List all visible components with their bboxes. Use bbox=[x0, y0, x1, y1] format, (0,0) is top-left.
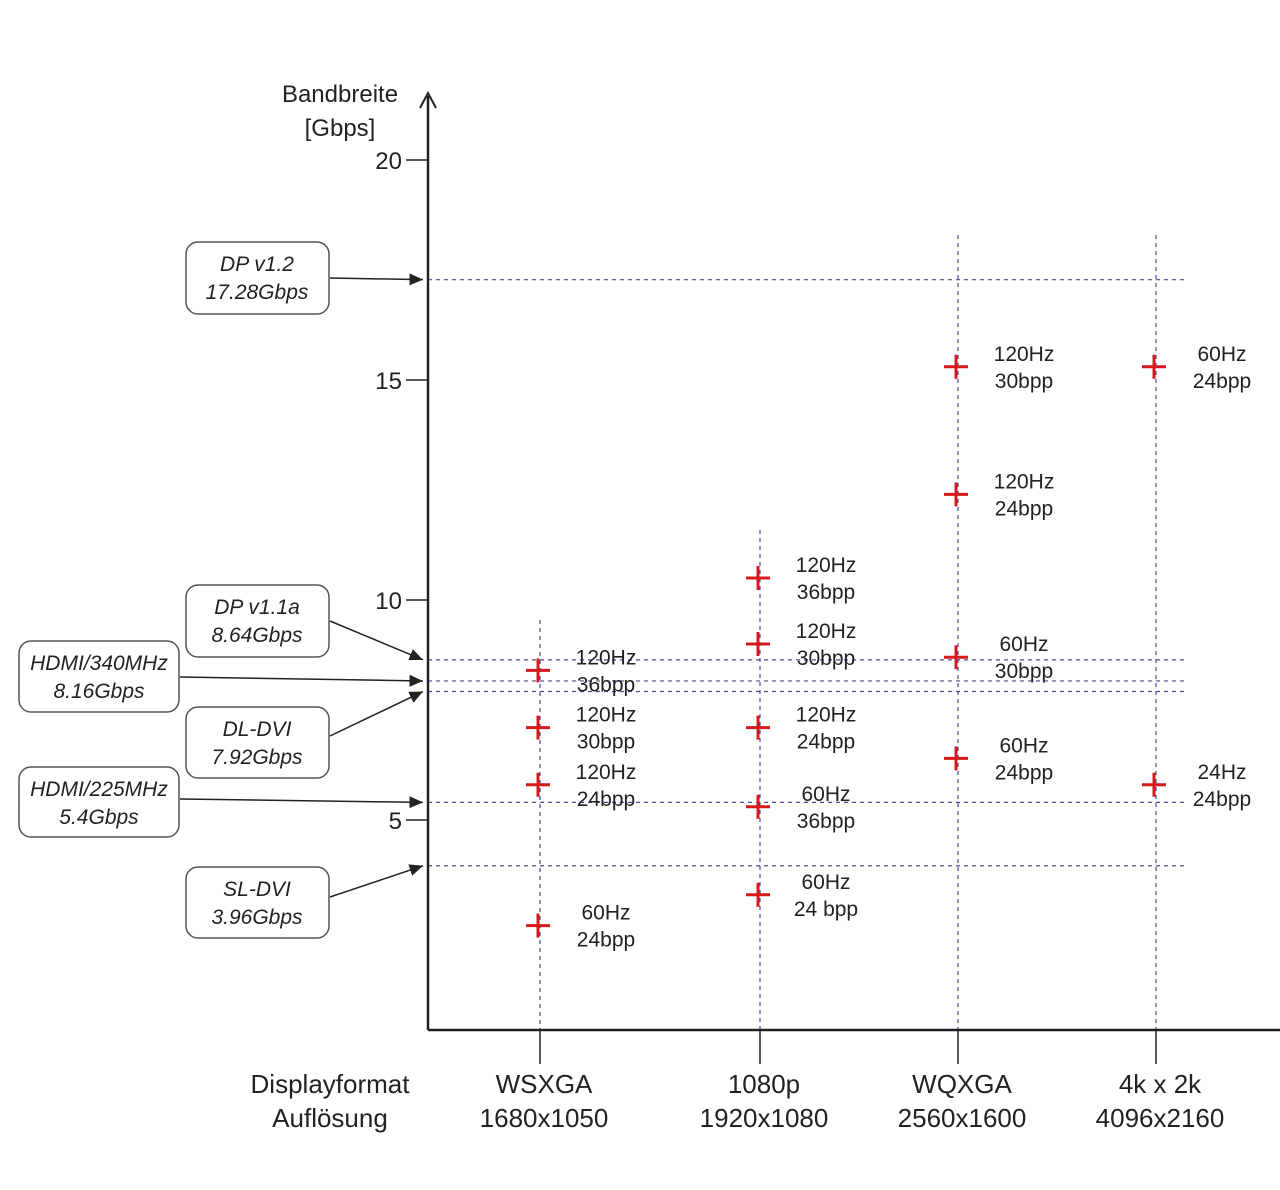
reference-box bbox=[185, 866, 330, 939]
reference-name: DL-DVI bbox=[223, 718, 292, 741]
point-label-depth: 24bpp bbox=[1193, 788, 1251, 811]
category-label: WSXGA bbox=[496, 1069, 593, 1099]
reference-arrow bbox=[329, 273, 424, 286]
point-label-depth: 24bpp bbox=[577, 929, 635, 952]
data-points: 120Hz 36bpp 120Hz 30bpp 120Hz 24bpp 60Hz 24bpp 1… bbox=[526, 343, 1251, 952]
category-label: 4k x 2k bbox=[1119, 1069, 1202, 1099]
point-label-rate: 120Hz bbox=[994, 470, 1055, 493]
point-label-depth: 24bpp bbox=[1193, 370, 1251, 393]
point-label-depth: 36bpp bbox=[797, 810, 855, 833]
category-label: WQXGA bbox=[912, 1069, 1012, 1099]
reference-name: HDMI/225MHz bbox=[30, 778, 168, 801]
point-label-depth: 24 bpp bbox=[794, 898, 858, 921]
point-label-rate: 24Hz bbox=[1197, 761, 1246, 784]
reference-box bbox=[18, 766, 180, 838]
category-resolution-label: 1920x1080 bbox=[700, 1103, 829, 1133]
reference-labels: DP v1.2 17.28Gbps DP v1.1a 8.64GbpsHDMI/340… bbox=[18, 241, 424, 939]
y-tick-label: 20 bbox=[375, 148, 402, 175]
axes: Bandbreite [Gbps] Displayformat Auflösun… bbox=[251, 81, 1280, 1133]
point-label-rate: 60Hz bbox=[1197, 343, 1246, 366]
reference-arrow bbox=[329, 620, 424, 661]
reference-value: 5.4Gbps bbox=[59, 806, 139, 829]
point-label-rate: 60Hz bbox=[581, 902, 630, 925]
reference-name: HDMI/340MHz bbox=[30, 652, 168, 675]
reference-arrow bbox=[179, 674, 424, 687]
y-ticks: 5 10 15 20 bbox=[375, 148, 428, 835]
category-label: 1080p bbox=[728, 1069, 800, 1099]
point-label-rate: 60Hz bbox=[801, 783, 850, 806]
x-axis-title-line2: Auflösung bbox=[272, 1103, 388, 1133]
reference-name: DP v1.1a bbox=[214, 596, 300, 619]
reference-arrow bbox=[179, 796, 424, 809]
y-tick-label: 5 bbox=[389, 808, 402, 835]
reference-box bbox=[18, 640, 180, 713]
point-label-depth: 24bpp bbox=[797, 731, 855, 754]
point-label-rate: 120Hz bbox=[796, 620, 857, 643]
x-axis-title-line1: Displayformat bbox=[251, 1069, 411, 1099]
y-axis-title-line2: [Gbps] bbox=[305, 115, 376, 142]
point-label-depth: 36bpp bbox=[797, 581, 855, 604]
point-label-rate: 60Hz bbox=[999, 734, 1048, 757]
point-label-rate: 120Hz bbox=[796, 704, 857, 727]
point-label-depth: 30bpp bbox=[577, 731, 635, 754]
reference-box bbox=[185, 241, 330, 315]
reference-arrow bbox=[329, 864, 424, 898]
point-label-depth: 30bpp bbox=[995, 660, 1053, 683]
reference-value: 8.64Gbps bbox=[211, 624, 303, 647]
reference-value: 3.96Gbps bbox=[211, 906, 303, 929]
point-label-rate: 120Hz bbox=[576, 704, 637, 727]
point-label-depth: 30bpp bbox=[995, 370, 1053, 393]
reference-value: 17.28Gbps bbox=[206, 281, 309, 304]
point-label-depth: 24bpp bbox=[995, 497, 1053, 520]
point-label-depth: 36bpp bbox=[577, 673, 635, 696]
y-tick-label: 15 bbox=[375, 368, 402, 395]
category-resolution-label: 4096x2160 bbox=[1096, 1103, 1225, 1133]
point-label-rate: 60Hz bbox=[999, 633, 1048, 656]
y-axis-arrow bbox=[419, 90, 437, 109]
point-label-rate: 120Hz bbox=[576, 646, 637, 669]
point-label-rate: 120Hz bbox=[796, 554, 857, 577]
point-label-rate: 120Hz bbox=[576, 761, 637, 784]
point-label-depth: 24bpp bbox=[995, 761, 1053, 784]
guide-lines bbox=[428, 235, 1188, 1030]
point-label-rate: 60Hz bbox=[801, 871, 850, 894]
reference-value: 8.16Gbps bbox=[53, 680, 145, 703]
category-resolution-label: 1680x1050 bbox=[480, 1103, 609, 1133]
reference-box bbox=[185, 706, 330, 779]
reference-arrow bbox=[329, 690, 424, 737]
y-axis-title-line1: Bandbreite bbox=[282, 81, 398, 108]
point-label-depth: 24bpp bbox=[577, 788, 635, 811]
reference-name: DP v1.2 bbox=[220, 253, 294, 276]
point-label-depth: 30bpp bbox=[797, 647, 855, 670]
point-label-rate: 120Hz bbox=[994, 343, 1055, 366]
reference-box bbox=[185, 584, 330, 658]
reference-name: SL-DVI bbox=[223, 878, 291, 901]
category-labels: WSXGA 1680x1050 1080p 1920x1080 WQXGA 2560x16… bbox=[480, 1030, 1225, 1133]
y-tick-label: 10 bbox=[375, 588, 402, 615]
reference-value: 7.92Gbps bbox=[211, 746, 303, 769]
category-resolution-label: 2560x1600 bbox=[898, 1103, 1027, 1133]
